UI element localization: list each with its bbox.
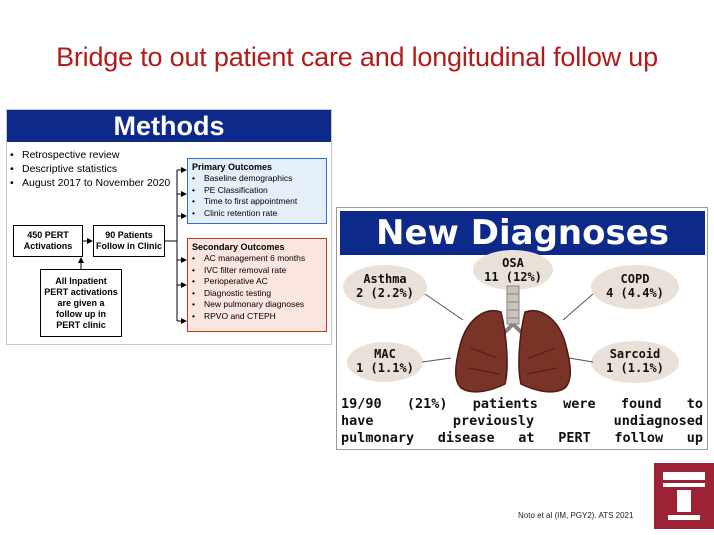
box-line: PERT clinic: [56, 319, 106, 330]
primary-outcomes-list: Baseline demographics PE Classification …: [188, 173, 326, 219]
pert-activations-box: 450 PERT Activations: [13, 225, 83, 257]
outcome-item: PE Classification: [192, 185, 326, 197]
box-line: Activations: [23, 241, 73, 251]
diagnosis-bubble: [591, 265, 679, 309]
outcome-item: Time to first appointment: [192, 196, 326, 208]
diagnosis-bubble: [473, 250, 553, 290]
diagnosis-mac: MAC 1 (1.1%): [347, 347, 423, 375]
diagnosis-copd: COPD 4 (4.4%): [591, 272, 679, 300]
diagnoses-header: New Diagnoses: [340, 211, 705, 255]
inpatient-activations-box: All Inpatient PERT activations are given…: [40, 269, 122, 337]
box-line: PERT activations: [44, 286, 118, 297]
right-lung-icon: [518, 309, 571, 393]
diagnosis-value: 1 (1.1%): [356, 361, 414, 375]
citation: Noto et al (IM, PGY2). ATS 2021: [518, 511, 634, 520]
bubble-connector: [424, 293, 464, 321]
conclusion-line: have previously undiagnosed: [341, 413, 703, 429]
diagnosis-asthma: Asthma 2 (2.2%): [343, 272, 427, 300]
new-diagnoses-figure: New Diagnoses Asthma 2 (2.2%) OSA 11 (: [336, 207, 708, 450]
diagnosis-name: COPD: [620, 272, 650, 286]
flow-connectors: [78, 167, 187, 324]
bubble-connector: [421, 357, 452, 363]
outcome-item: Perioperative AC: [192, 276, 326, 288]
left-lung-icon: [455, 309, 508, 393]
conclusion-line: pulmonary disease at PERT follow up: [341, 430, 703, 446]
diagnosis-bubble: [347, 342, 423, 382]
diagnosis-value: 1 (1.1%): [606, 361, 664, 375]
box-line: 450 PERT: [27, 230, 69, 240]
outcome-item: IVC filter removal rate: [192, 265, 326, 277]
diagnosis-name: OSA: [502, 256, 524, 270]
box-line: All Inpatient: [55, 275, 107, 286]
outcome-item: AC management 6 months: [192, 253, 326, 265]
diagnosis-name: Sarcoid: [609, 347, 661, 361]
methods-bullet: Retrospective review: [10, 148, 170, 162]
methods-figure: Methods Retrospective review Descriptive…: [6, 109, 332, 345]
methods-bullet-list: Retrospective review Descriptive statist…: [10, 148, 170, 190]
outcome-item: RPVO and CTEPH: [192, 311, 326, 323]
lungs-illustration: [343, 250, 679, 393]
diagnosis-value: 11 (12%): [484, 270, 542, 284]
outcome-item: New pulmonary diagnoses: [192, 299, 326, 311]
box-line: Follow in Clinic: [96, 241, 162, 251]
methods-header: Methods: [7, 110, 331, 142]
primary-outcomes-box: Primary Outcomes Baseline demographics P…: [187, 158, 327, 224]
outcome-item: Clinic retention rate: [192, 208, 326, 220]
bubble-connector: [568, 357, 594, 363]
diagnosis-name: Asthma: [363, 272, 407, 286]
outcome-item: Baseline demographics: [192, 173, 326, 185]
diagnosis-sarcoid: Sarcoid 1 (1.1%): [591, 347, 679, 375]
secondary-outcomes-title: Secondary Outcomes: [192, 242, 285, 252]
diagnosis-value: 4 (4.4%): [606, 286, 664, 300]
secondary-outcomes-list: AC management 6 months IVC filter remova…: [188, 253, 326, 322]
methods-bullet: Descriptive statistics: [10, 162, 170, 176]
methods-bullet: August 2017 to November 2020: [10, 176, 170, 190]
diagnosis-osa: OSA 11 (12%): [473, 256, 553, 284]
bubble-connector: [562, 293, 594, 321]
box-line: follow up in: [56, 308, 106, 319]
outcome-item: Diagnostic testing: [192, 288, 326, 300]
diagnosis-value: 2 (2.2%): [356, 286, 414, 300]
box-line: are given a: [57, 297, 105, 308]
diagnosis-bubble: [343, 265, 427, 309]
slide-title: Bridge to out patient care and longitudi…: [56, 42, 658, 72]
primary-outcomes-title: Primary Outcomes: [192, 162, 273, 172]
diagnoses-conclusion: 19/90 (21%) patients were found to have …: [341, 396, 703, 447]
diagnosis-bubble: [591, 341, 679, 383]
clinic-followup-box: 90 Patients Follow in Clinic: [93, 225, 165, 257]
temple-t-logo-icon: [654, 463, 714, 529]
conclusion-line: 19/90 (21%) patients were found to: [341, 396, 703, 412]
box-line: 90 Patients: [105, 230, 153, 240]
secondary-outcomes-box: Secondary Outcomes AC management 6 month…: [187, 238, 327, 332]
diagnosis-name: MAC: [374, 347, 396, 361]
